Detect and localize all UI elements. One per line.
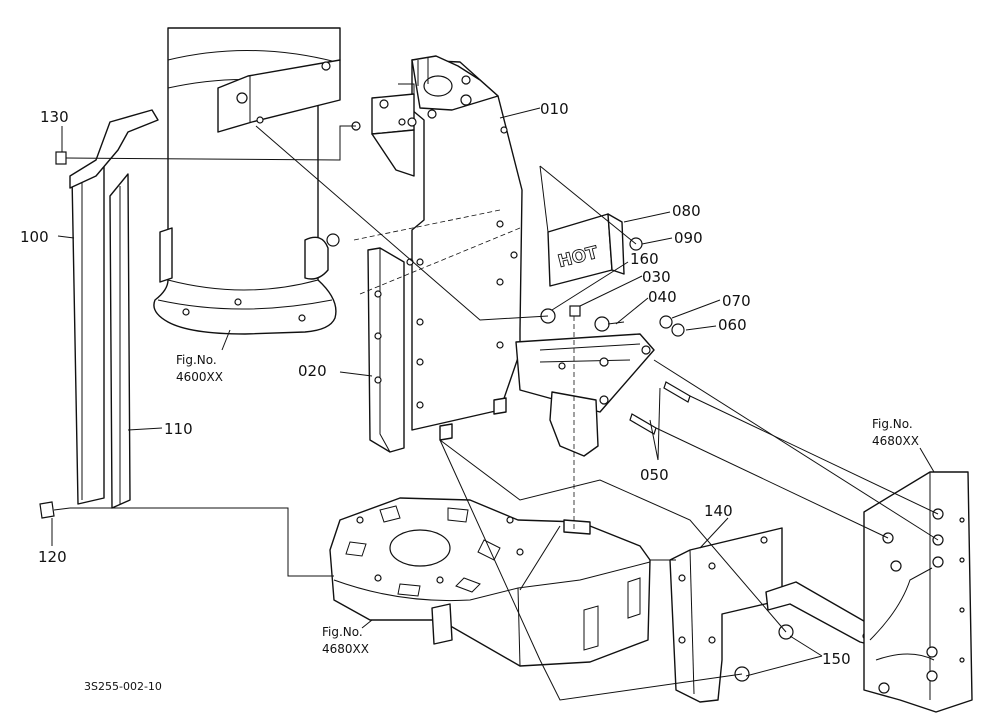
figure-reference-bottom: Fig.No. 4680XX <box>322 625 369 656</box>
callout-140: 140 <box>704 502 733 520</box>
callout-080: 080 <box>672 202 701 220</box>
callout-labels: 010 020 030 040 050 060 070 080 090 100 … <box>20 100 851 668</box>
base-gear-housing <box>329 497 651 667</box>
leader-lines <box>51 107 935 677</box>
chute-column-assembly <box>153 27 341 335</box>
figure-reference-left: Fig.No. 4600XX <box>176 353 223 384</box>
fig-ref-right-line1: Fig.No. <box>872 417 913 431</box>
part-140-bracket <box>669 527 877 703</box>
callout-070: 070 <box>722 292 751 310</box>
callout-010: 010 <box>540 100 569 118</box>
part-050-stud-a <box>663 381 691 403</box>
fig-ref-right-line2: 4680XX <box>872 434 919 448</box>
part-120-bolt <box>39 501 55 519</box>
part-100-guide-plate <box>69 109 159 505</box>
part-080-warning-plate: HOT <box>547 213 625 287</box>
callout-020: 020 <box>298 362 327 380</box>
part-020-strip-plate <box>367 247 414 453</box>
part-070-nut <box>659 315 673 329</box>
fig-ref-left-line1: Fig.No. <box>176 353 217 367</box>
callout-040: 040 <box>648 288 677 306</box>
callout-060: 060 <box>718 316 747 334</box>
callout-100: 100 <box>20 228 49 246</box>
mounting-block <box>515 333 655 457</box>
callout-120: 120 <box>38 548 67 566</box>
fig-ref-bottom-line1: Fig.No. <box>322 625 363 639</box>
fig-ref-bottom-line2: 4680XX <box>322 642 369 656</box>
part-030-bolt <box>569 305 581 317</box>
part-060-washer <box>671 323 685 337</box>
callout-090: 090 <box>674 229 703 247</box>
figure-reference-right: Fig.No. 4680XX <box>872 417 919 448</box>
part-130-nut <box>55 151 67 165</box>
fig-ref-left-line2: 4600XX <box>176 370 223 384</box>
part-110-guide-plate <box>109 173 131 509</box>
drawing-code: 3S255-002-10 <box>84 680 162 693</box>
assembly-lines <box>65 125 939 701</box>
part-050-stud-b <box>629 413 657 435</box>
callout-160: 160 <box>630 250 659 268</box>
callout-150: 150 <box>822 650 851 668</box>
part-010-upright-bracket <box>351 55 523 441</box>
callout-110: 110 <box>164 420 193 438</box>
part-040-bolt <box>594 316 610 332</box>
callout-050: 050 <box>640 466 669 484</box>
right-side-frame <box>863 471 973 713</box>
callout-030: 030 <box>642 268 671 286</box>
callout-130: 130 <box>40 108 69 126</box>
